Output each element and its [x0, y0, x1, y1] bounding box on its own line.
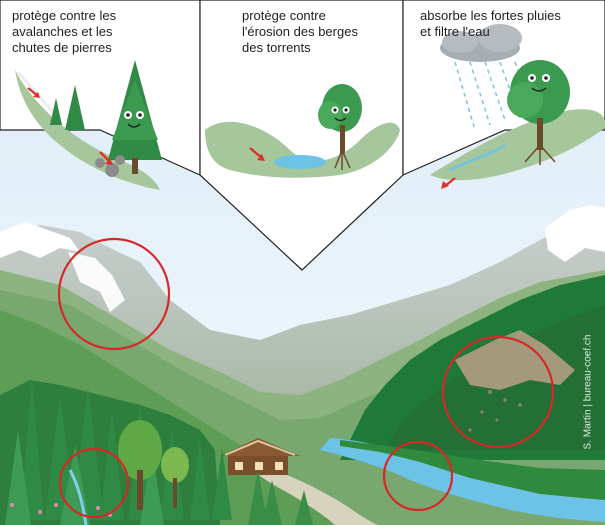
tree-character-icon	[108, 60, 162, 174]
highlight-circle-icon	[58, 447, 130, 519]
road	[255, 470, 378, 525]
panel-3-illustration	[430, 24, 605, 189]
panel-erosion	[199, 0, 404, 271]
highlight-circles	[57, 237, 555, 519]
chalet	[220, 438, 300, 475]
tree-character-icon	[318, 84, 362, 170]
rain-cloud-icon	[440, 24, 522, 62]
panel-1-illustration	[15, 60, 162, 190]
red-arrow-icon	[249, 147, 263, 159]
panel-2-illustration	[205, 84, 400, 178]
snow-cap-right	[545, 205, 605, 262]
highlight-circle-icon	[57, 237, 171, 351]
snow-cap-left	[0, 222, 80, 258]
highlight-circle-icon	[382, 440, 454, 512]
panel-avalanche-text: protège contre les avalanches et les chu…	[12, 8, 117, 55]
tree-character-icon	[507, 60, 570, 165]
panel-erosion-text: protège contre l'érosion des berges des …	[242, 8, 358, 55]
river	[320, 438, 605, 522]
highlight-circle-icon	[441, 335, 555, 449]
panel-rain-text: absorbe les fortes pluies et filtre l'ea…	[420, 8, 561, 39]
rock-scree	[455, 330, 575, 390]
credit-text: S. Martin | bureau-coef.ch	[582, 334, 594, 450]
